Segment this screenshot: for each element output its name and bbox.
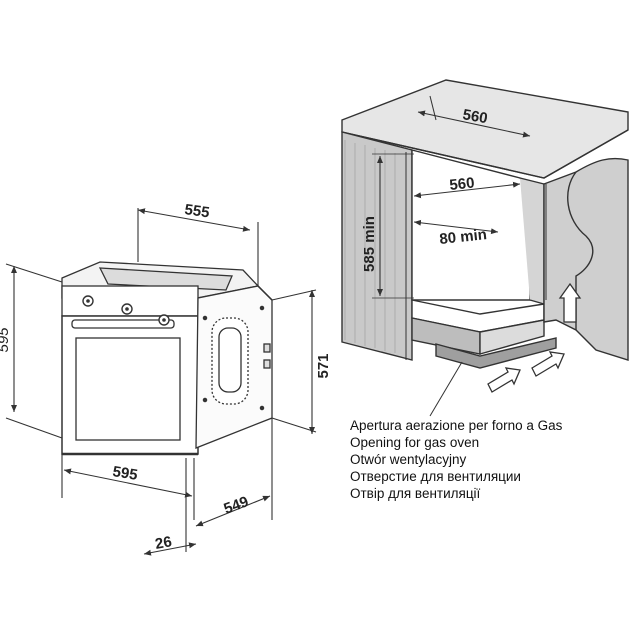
dim-oven-left-height: 595 <box>0 327 12 353</box>
cabinet-dimension-lines <box>372 110 531 417</box>
dim-cabinet-height: 585 min <box>361 216 378 272</box>
cabinet-hatching <box>344 140 396 353</box>
airflow-arrow-icon <box>487 367 521 393</box>
dim-cabinet-vent: 80 min <box>439 226 488 248</box>
dim-oven-front-width: 595 <box>111 463 138 484</box>
ventilation-notes: Apertura aerazione per forno a Gas Openi… <box>350 418 563 501</box>
vent-note-english: Opening for gas oven <box>350 435 479 450</box>
dim-oven-top-width: 555 <box>183 201 210 221</box>
vent-note-ukrainian: Отвір для вентиляції <box>350 486 481 501</box>
oven-knobs <box>82 295 170 326</box>
oven-drawing <box>61 261 273 456</box>
airflow-arrow-icon <box>531 351 565 377</box>
dim-cabinet-top: 560 <box>461 106 489 127</box>
airflow-arrow-icon <box>558 282 582 323</box>
vent-note-polish: Otwór wentylacyjny <box>350 452 467 467</box>
dim-cabinet-inner-width: 560 <box>449 174 476 194</box>
oven-dimension-lines <box>5 208 317 556</box>
dim-oven-panel: 26 <box>154 533 173 553</box>
vent-note-italian: Apertura aerazione per forno a Gas <box>350 418 563 433</box>
vent-note-russian: Отверстие для вентиляции <box>350 469 521 484</box>
dim-oven-right-height: 571 <box>315 353 332 378</box>
dim-oven-depth: 549 <box>222 493 251 518</box>
airflow-arrows <box>487 282 582 393</box>
